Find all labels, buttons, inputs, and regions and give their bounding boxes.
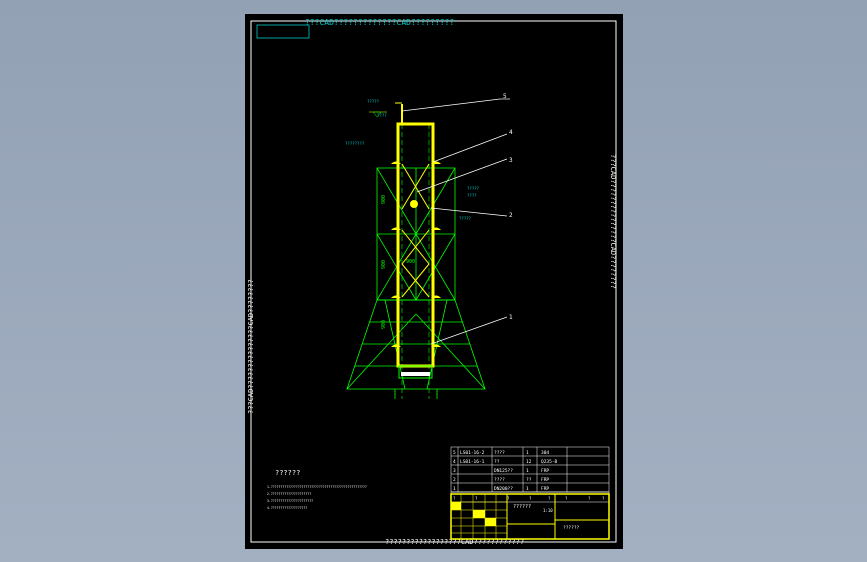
- support-structure: [346, 167, 486, 399]
- base-plate: [401, 372, 430, 376]
- drawing-name: ??????: [513, 504, 531, 510]
- svg-text:????: ????: [377, 113, 387, 118]
- svg-text:304: 304: [541, 450, 549, 456]
- svg-text:?????: ?????: [459, 216, 472, 221]
- svg-text:4.???????????????????: 4.???????????????????: [267, 506, 307, 510]
- svg-text:DN125??: DN125??: [494, 468, 513, 474]
- pipe-struts: [401, 163, 430, 298]
- svg-text:FRP: FRP: [541, 468, 549, 474]
- svg-text:12: 12: [526, 459, 532, 465]
- leader-4: 4: [509, 129, 513, 136]
- svg-text:?: ?: [529, 496, 532, 501]
- leader-2: 2: [509, 212, 513, 219]
- bom-rows: 5 LS01-16-2 ???? 1 304 4 LS01-16-1 ?? 12…: [453, 450, 558, 492]
- svg-text:FRP: FRP: [541, 486, 549, 492]
- title-block: [450, 493, 610, 540]
- svg-text:1: 1: [453, 486, 456, 492]
- svg-text:1.????????????????????????????: 1.??????????????????????????????????????…: [267, 485, 367, 489]
- svg-text:?: ?: [548, 496, 551, 501]
- notes-title: ??????: [275, 469, 300, 477]
- svg-text:900: 900: [381, 320, 387, 329]
- notes-lines: 1.??????????????????????????????????????…: [267, 485, 367, 510]
- svg-text:LS01-16-1: LS01-16-1: [460, 459, 485, 465]
- svg-text:3.??????????????????????: 3.??????????????????????: [267, 499, 313, 503]
- svg-text:FRP: FRP: [541, 477, 549, 483]
- callout-texts: ????? ???? ???????? ????? ???? ?????: [345, 99, 480, 221]
- svg-text:?????: ?????: [467, 186, 480, 191]
- watermark-right: ???CAD???????????????CAD????????: [609, 154, 617, 289]
- level-symbol: [372, 111, 382, 118]
- bom-header: ? ? ? ? ? ? ? ?: [453, 496, 605, 501]
- svg-text:????: ????: [467, 193, 477, 198]
- svg-text:?: ?: [475, 496, 478, 501]
- dimension-labels: 900 900 900 900: [381, 195, 415, 329]
- svg-text:3: 3: [453, 468, 456, 474]
- svg-text:900: 900: [406, 259, 415, 265]
- watermark-bottom: ??????????????????CAD????????????: [385, 538, 524, 546]
- svg-text:?: ?: [602, 496, 605, 501]
- center-lines: [401, 124, 430, 399]
- leader-5: 5: [503, 93, 507, 100]
- svg-text:?: ?: [507, 496, 510, 501]
- svg-text:900: 900: [381, 260, 387, 269]
- svg-text:1: 1: [526, 486, 529, 492]
- svg-text:900: 900: [381, 195, 387, 204]
- leader-numbers: 5 4 3 2 1: [503, 93, 513, 321]
- svg-text:?????: ?????: [367, 99, 380, 104]
- svg-text:????????: ????????: [345, 141, 365, 146]
- drawing-sheet: ???CAD?????????????CAD????????? ????????…: [245, 14, 623, 549]
- svg-text:Q235-B: Q235-B: [541, 459, 558, 465]
- svg-text:????: ????: [494, 477, 505, 483]
- leader-1: 1: [509, 314, 513, 321]
- leader-3: 3: [509, 157, 513, 164]
- flange-clamps: [391, 161, 441, 347]
- drawing-code: ??????: [563, 525, 580, 531]
- watermark-left: ???CAD???????????????CAD????????: [247, 279, 255, 414]
- svg-text:LS01-16-2: LS01-16-2: [460, 450, 485, 456]
- svg-text:????: ????: [494, 450, 505, 456]
- svg-text:??: ??: [526, 477, 532, 483]
- svg-text:?: ?: [453, 496, 456, 501]
- scale-label: 1:10: [543, 508, 553, 513]
- svg-text:?: ?: [565, 496, 568, 501]
- reference-box: [256, 24, 310, 39]
- svg-text:1: 1: [526, 468, 529, 474]
- cad-drawing: ???CAD?????????????CAD????????? ????????…: [247, 18, 617, 546]
- svg-text:DN200??: DN200??: [494, 486, 513, 492]
- svg-text:2.?????????????????????: 2.?????????????????????: [267, 492, 311, 496]
- svg-text:5: 5: [453, 450, 456, 456]
- svg-text:4: 4: [453, 459, 456, 465]
- watermark-top: ???CAD?????????????CAD?????????: [305, 18, 454, 27]
- base-flange: [398, 365, 433, 379]
- drawing-frame: [250, 20, 617, 543]
- svg-text:??: ??: [494, 459, 500, 465]
- leader-lines: [401, 98, 510, 345]
- svg-text:2: 2: [453, 477, 456, 483]
- svg-text:?: ?: [588, 496, 591, 501]
- svg-text:1: 1: [526, 450, 529, 456]
